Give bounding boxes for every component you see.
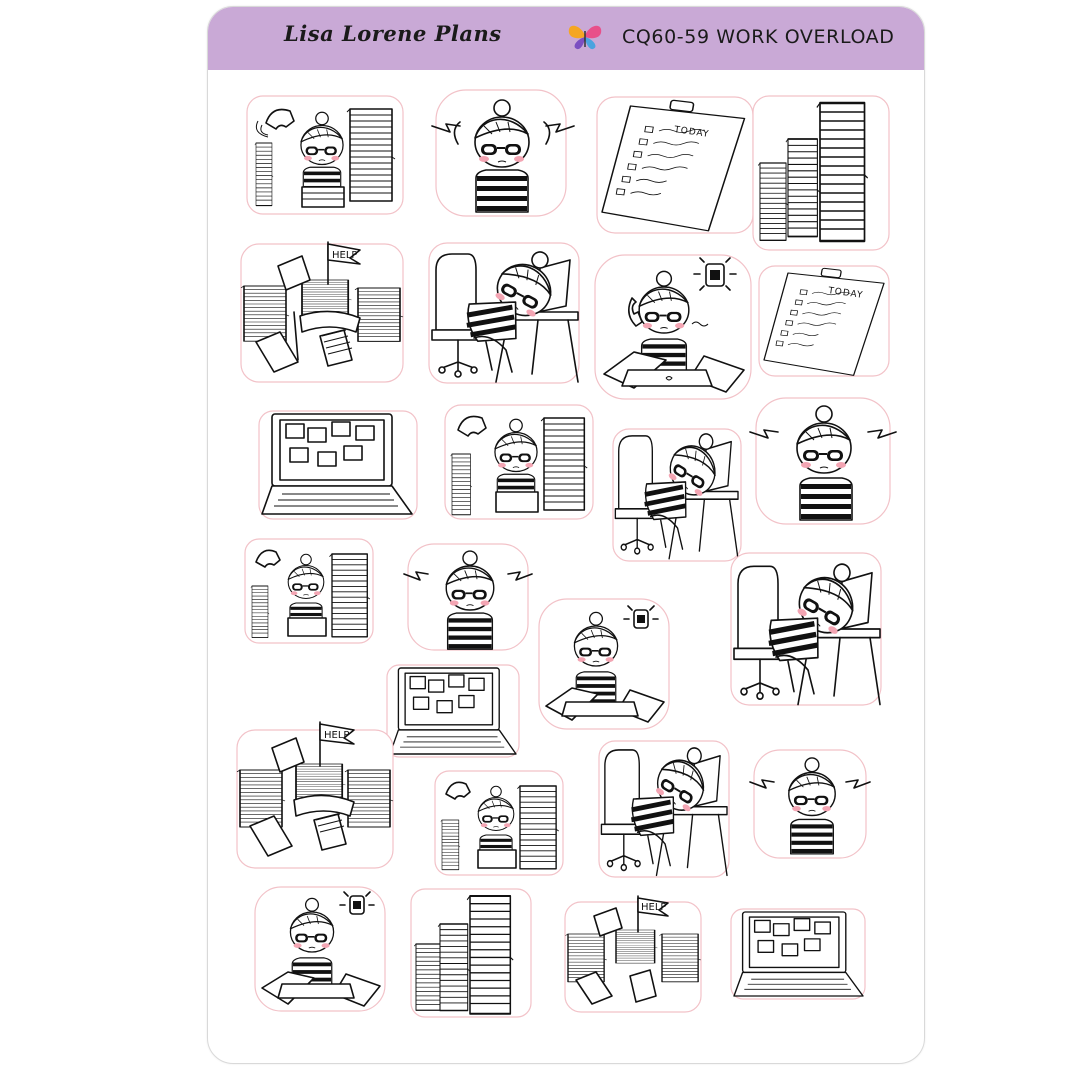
help-label-3: HELP (641, 902, 666, 913)
help-label-2: HELP (324, 730, 349, 741)
phone-laptop-illustration-2 (538, 598, 670, 730)
butterfly-logo (568, 25, 602, 50)
sticker-frustrated-girl-4 (746, 746, 874, 860)
phone-icon (265, 108, 295, 130)
sticker-phone-laptop-3 (254, 886, 388, 1014)
phone-icon (445, 781, 471, 800)
phone-desk-illustration-4 (434, 770, 564, 876)
sticker-laptop-notes (258, 410, 420, 522)
sticker-sleeping-desk-2 (612, 428, 744, 564)
sticker-clipboard-today: TODAY (596, 96, 756, 236)
sticker-help-stacks-2: HELP (236, 716, 396, 872)
clipboard-small-illustration: TODAY (758, 265, 890, 377)
help-stacks-illustration: HELP (240, 241, 404, 383)
phone-desk-illustration (246, 95, 404, 215)
sticker-phone-desk-3 (244, 538, 376, 646)
phone-desk-illustration-3 (244, 538, 374, 644)
phone-icon (255, 549, 281, 568)
clipboard-illustration: TODAY (596, 96, 754, 234)
sticker-paper-stacks (752, 95, 892, 253)
sticker-phone-desk (246, 95, 406, 217)
frustrated-girl-illustration-3 (403, 543, 533, 651)
sticker-sleeping-desk (428, 242, 582, 386)
sticker-phone-laptop-2 (538, 598, 672, 732)
sticker-help-stacks-3: HELP (564, 892, 704, 1016)
sleeping-desk-illustration (428, 242, 580, 384)
sleeping-desk-illustration-4 (598, 740, 730, 878)
sticker-phone-desk-4 (434, 770, 566, 878)
phone-ringing-icon (623, 605, 659, 629)
frustrated-girl-illustration-2 (749, 397, 897, 525)
sleeping-desk-illustration-3 (730, 552, 882, 706)
paper-stacks-illustration-2 (410, 888, 532, 1018)
sticker-laptop-notes-2 (386, 664, 522, 760)
sticker-frustrated-girl-2 (746, 392, 900, 526)
laptop-notes-illustration-3 (730, 908, 866, 1000)
laptop-notes-illustration-2 (386, 664, 520, 758)
help-flag (327, 243, 361, 265)
sticker-phone-laptop (594, 254, 754, 402)
phone-ringing-icon (339, 891, 375, 915)
sticker-laptop-notes-3 (730, 908, 868, 1002)
sheet-title: CQ60-59 WORK OVERLOAD (622, 26, 895, 48)
phone-ringing-icon (693, 257, 737, 291)
sleeping-desk-illustration-2 (612, 428, 742, 562)
phone-laptop-illustration (594, 254, 752, 400)
sticker-paper-stacks-2 (410, 888, 534, 1020)
sticker-clipboard-today-small: TODAY (758, 265, 892, 379)
help-flag (319, 723, 355, 745)
sheet-header: Lisa Lorene Plans CQ60-59 WORK OVERLOAD (208, 7, 924, 70)
laptop-notes-illustration (258, 410, 418, 520)
help-flag (637, 897, 669, 917)
sticker-sleeping-desk-3 (730, 552, 884, 708)
phone-icon (628, 297, 643, 327)
help-label: HELP (332, 250, 357, 261)
sticker-phone-desk-2 (444, 404, 596, 522)
paper-stacks-illustration (752, 95, 890, 251)
help-stacks-illustration-2: HELP (236, 721, 394, 869)
frustrated-girl-illustration-4 (749, 749, 871, 859)
sticker-help-stacks: HELP (240, 236, 406, 386)
phone-laptop-illustration-3 (254, 886, 386, 1012)
sticker-sleeping-desk-4 (598, 740, 732, 880)
phone-icon (457, 415, 487, 437)
sticker-frustrated-girl (428, 86, 578, 218)
phone-desk-illustration-2 (444, 404, 594, 520)
help-stacks-illustration-3: HELP (564, 895, 702, 1013)
frustrated-girl-illustration (431, 89, 575, 217)
sticker-frustrated-girl-3 (400, 540, 536, 652)
brand-name: Lisa Lorene Plans (284, 21, 502, 46)
